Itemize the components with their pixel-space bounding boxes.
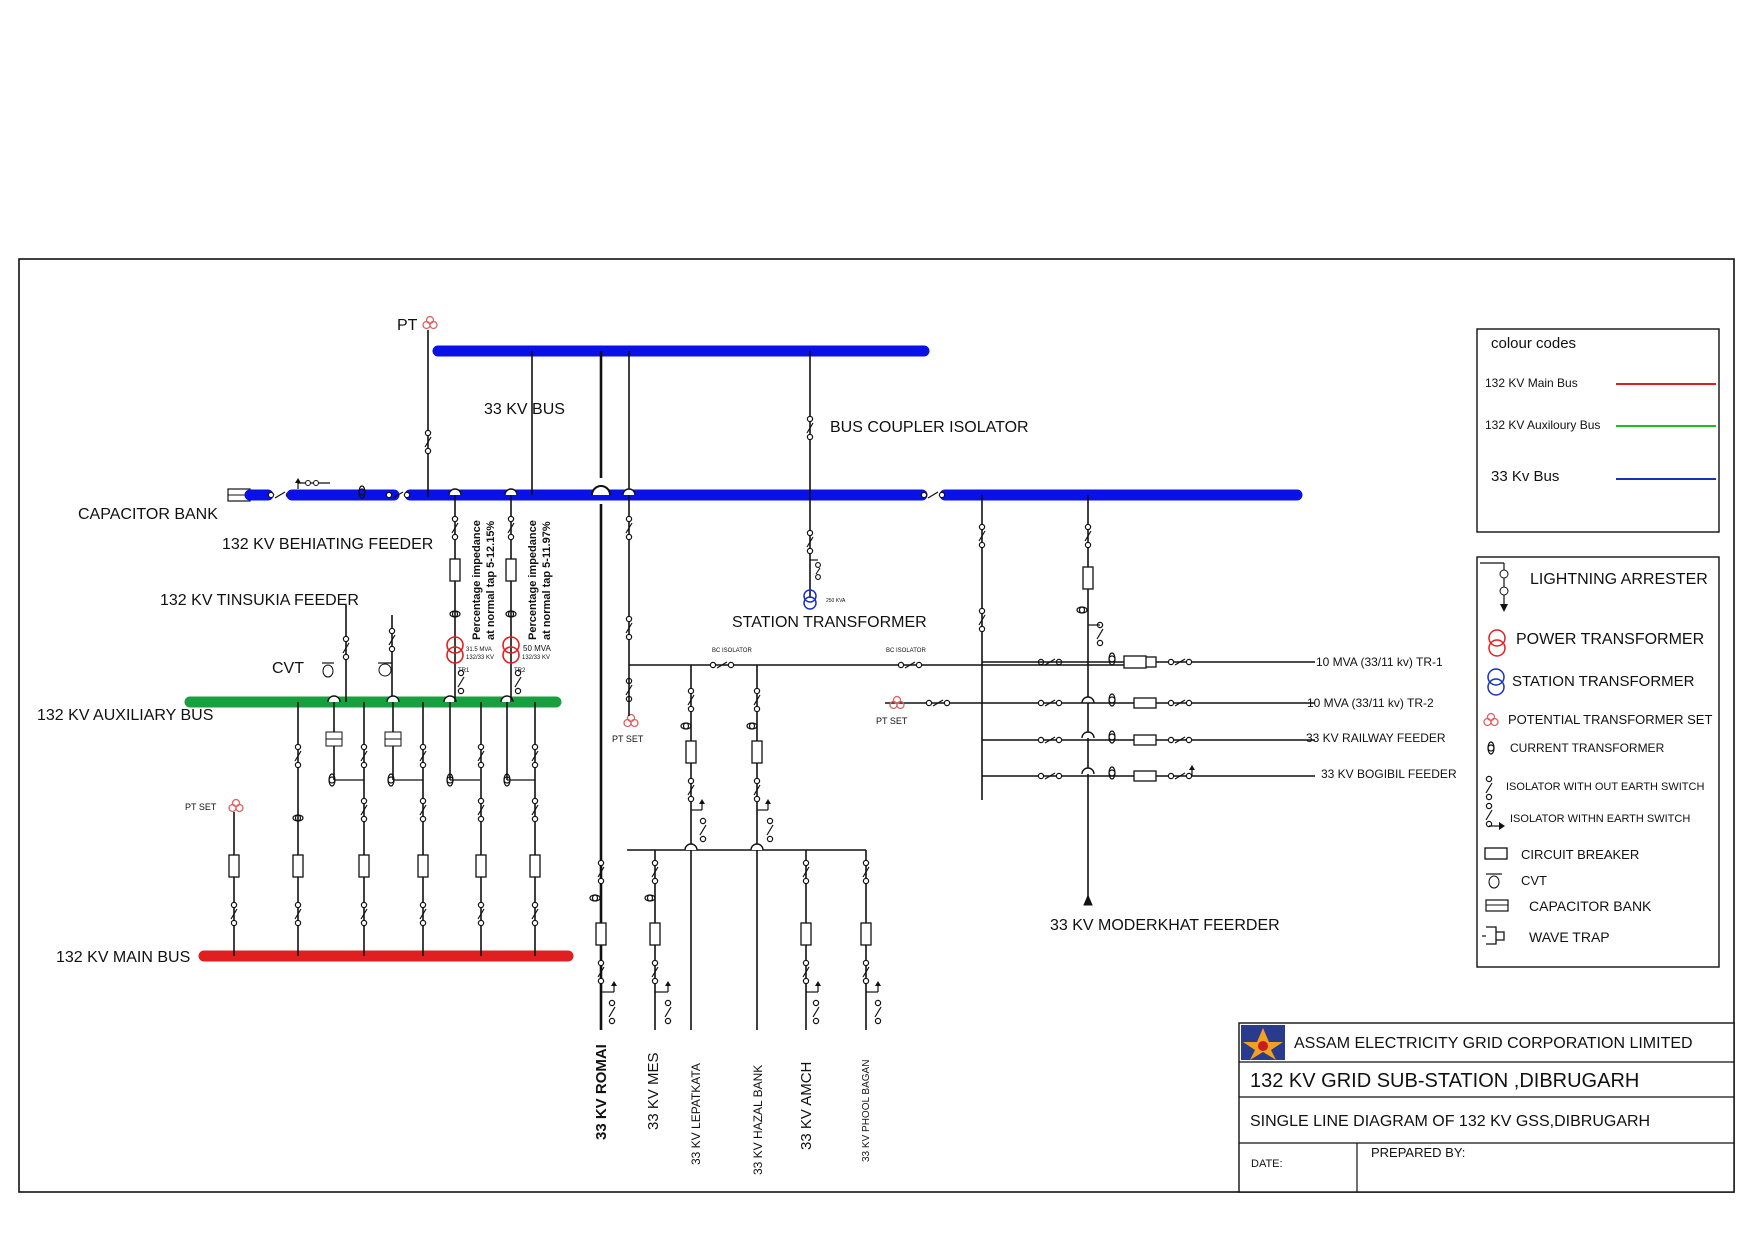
tin-feeder-label: 132 KV TINSUKIA FEEDER: [160, 592, 359, 609]
colour-code-aux-label: 132 KV Auxiloury Bus: [1485, 418, 1600, 432]
legend-iso-earth-label: ISOLATOR WITHN EARTH SWITCH: [1510, 813, 1690, 825]
legend-cb-label: CIRCUIT BREAKER: [1521, 847, 1639, 862]
circuit-breaker-icon: [1484, 847, 1508, 860]
feeder-mes-label: 33 KV MES: [645, 1052, 662, 1130]
bc-isolator-label-2: BC ISOLATOR: [886, 648, 926, 654]
station-transformer: [803, 495, 822, 610]
right-feeders: [885, 495, 1315, 906]
pt-set-mid-label: PT SET: [612, 734, 644, 744]
date-label: DATE:: [1251, 1158, 1283, 1170]
legend-wave-trap-label: WAVE TRAP: [1529, 929, 1610, 945]
tr1-rating1: 31.5 MVA: [466, 647, 492, 653]
feeder-amch-label: 33 KV AMCH: [798, 1062, 815, 1150]
pt-set-left-label: PT SET: [185, 802, 217, 812]
pt-set-right-label: PT SET: [876, 716, 908, 726]
legend-ct-label: CURRENT TRANSFORMER: [1510, 741, 1665, 755]
sheet-border: [18, 258, 1735, 1193]
feeder-lepatkata-label: 33 KV LEPATKATA: [689, 1063, 703, 1165]
right-feeder-bogibil-label: 33 KV BOGIBIL FEEDER: [1321, 767, 1457, 781]
romai-feeder-line: [589, 351, 618, 1030]
colour-code-main-label: 132 KV Main Bus: [1485, 376, 1578, 390]
legend-cvt-label: CVT: [1521, 873, 1547, 888]
main-bus-label: 132 KV MAIN BUS: [56, 949, 190, 966]
legend-cap-bank-label: CAPACITOR BANK: [1529, 898, 1652, 914]
feeder-phool-bagan-label: 33 KV PHOOL BAGAN: [861, 1060, 872, 1162]
right-feeder-tr1-label: 10 MVA (33/11 kv) TR-1: [1316, 655, 1443, 669]
tr2-note2: at normal tap 5-11.97%: [541, 521, 553, 640]
colour-codes-box: colour codes 132 KV Main Bus 132 KV Auxi…: [1476, 328, 1720, 533]
right-feeder-railway-label: 33 KV RAILWAY FEEDER: [1306, 731, 1446, 745]
tr2-bay: [502, 488, 522, 702]
bus-33kv-label: 33 KV BUS: [484, 401, 565, 418]
title-block: ASSAM ELECTRICITY GRID CORPORATION LIMIT…: [1238, 1022, 1735, 1193]
capacitor-bank-label: CAPACITOR BANK: [78, 506, 218, 523]
tr1-note1: Percentage impedance: [471, 520, 483, 640]
legend-iso-label: ISOLATOR WITH OUT EARTH SWITCH: [1506, 781, 1704, 793]
beh-feeder-line: [378, 615, 396, 702]
bc-isolator-label-1: BC ISOLATOR: [712, 648, 752, 654]
power-transformer-icon: [1488, 629, 1506, 657]
cvt-device: [322, 605, 392, 702]
dist-33kv-bus: [622, 351, 1130, 728]
feeder-hazal-bank-label: 33 KV HAZAL BANK: [751, 1065, 765, 1175]
mes-amch-phool-feeders: [644, 850, 882, 1030]
station-tr-rating: 250 KVA: [826, 598, 846, 604]
bays-132kv: [228, 695, 541, 956]
capacitor-bank-icon: [1485, 899, 1509, 912]
tr1-tag: TR1: [458, 668, 470, 674]
station-transformer-icon: [1487, 668, 1505, 696]
legend-station-tr-label: STATION TRANSFORMER: [1512, 673, 1695, 690]
cvt-label: CVT: [272, 660, 304, 677]
company-name: ASSAM ELECTRICITY GRID CORPORATION LIMIT…: [1294, 1035, 1693, 1052]
station-name: 132 KV GRID SUB-STATION ,DIBRUGARH: [1250, 1070, 1639, 1092]
colour-code-33kv-label: 33 Kv Bus: [1491, 468, 1559, 485]
bus-33kv-main: [404, 489, 1303, 501]
legend-pt-set-label: POTENTIAL TRANSFORMER SET: [1508, 712, 1712, 727]
tr2-tag: TR2: [514, 668, 526, 674]
feeder-romai-label: 33 KV ROMAI: [593, 1044, 610, 1140]
tr2-rating2: 132/33 KV: [522, 655, 550, 661]
tr2-note1: Percentage impedance: [527, 520, 539, 640]
capacitor-bank-section: [227, 477, 411, 502]
tr2-rating1: 50 MVA: [523, 644, 552, 653]
cvt-icon: [1486, 873, 1502, 889]
isolator-earth-icon: [1485, 802, 1505, 830]
pt-label: PT: [397, 317, 418, 334]
tr1-rating2: 132/33 KV: [466, 655, 494, 661]
prepared-by-label: PREPARED BY:: [1371, 1145, 1465, 1160]
lepatkata-hazal-feeders: [627, 665, 866, 1030]
legend-lightning-label: LIGHTNING ARRESTER: [1530, 571, 1708, 588]
drawing-title: SINGLE LINE DIAGRAM OF 132 KV GSS,DIBRUG…: [1250, 1113, 1650, 1130]
tr1-bay: [446, 488, 465, 702]
bus-coupler-label: BUS COUPLER ISOLATOR: [830, 419, 1029, 436]
beh-feeder-label: 132 KV BEHIATING FEEDER: [222, 536, 433, 553]
legend-power-tr-label: POWER TRANSFORMER: [1516, 631, 1704, 648]
bus-coupler: [806, 351, 814, 495]
colour-codes-title: colour codes: [1491, 335, 1576, 352]
moderkhat-feeder-label: 33 KV MODERKHAT FEERDER: [1050, 917, 1280, 934]
pt-top: [422, 315, 438, 497]
right-feeder-tr2-label: 10 MVA (33/11 kv) TR-2: [1307, 696, 1434, 710]
aux-bus-label: 132 KV AUXILIARY BUS: [37, 707, 213, 724]
tr1-note2: at normal tap 5-12.15%: [485, 521, 497, 640]
company-logo: [1241, 1025, 1285, 1060]
station-tr-label: STATION TRANSFORMER: [732, 614, 927, 631]
wave-trap-icon: [1482, 926, 1505, 945]
legend-box: LIGHTNING ARRESTER POWER TRANSFORMER STA…: [1476, 556, 1720, 968]
lightning-arrester-icon: [1480, 562, 1509, 612]
